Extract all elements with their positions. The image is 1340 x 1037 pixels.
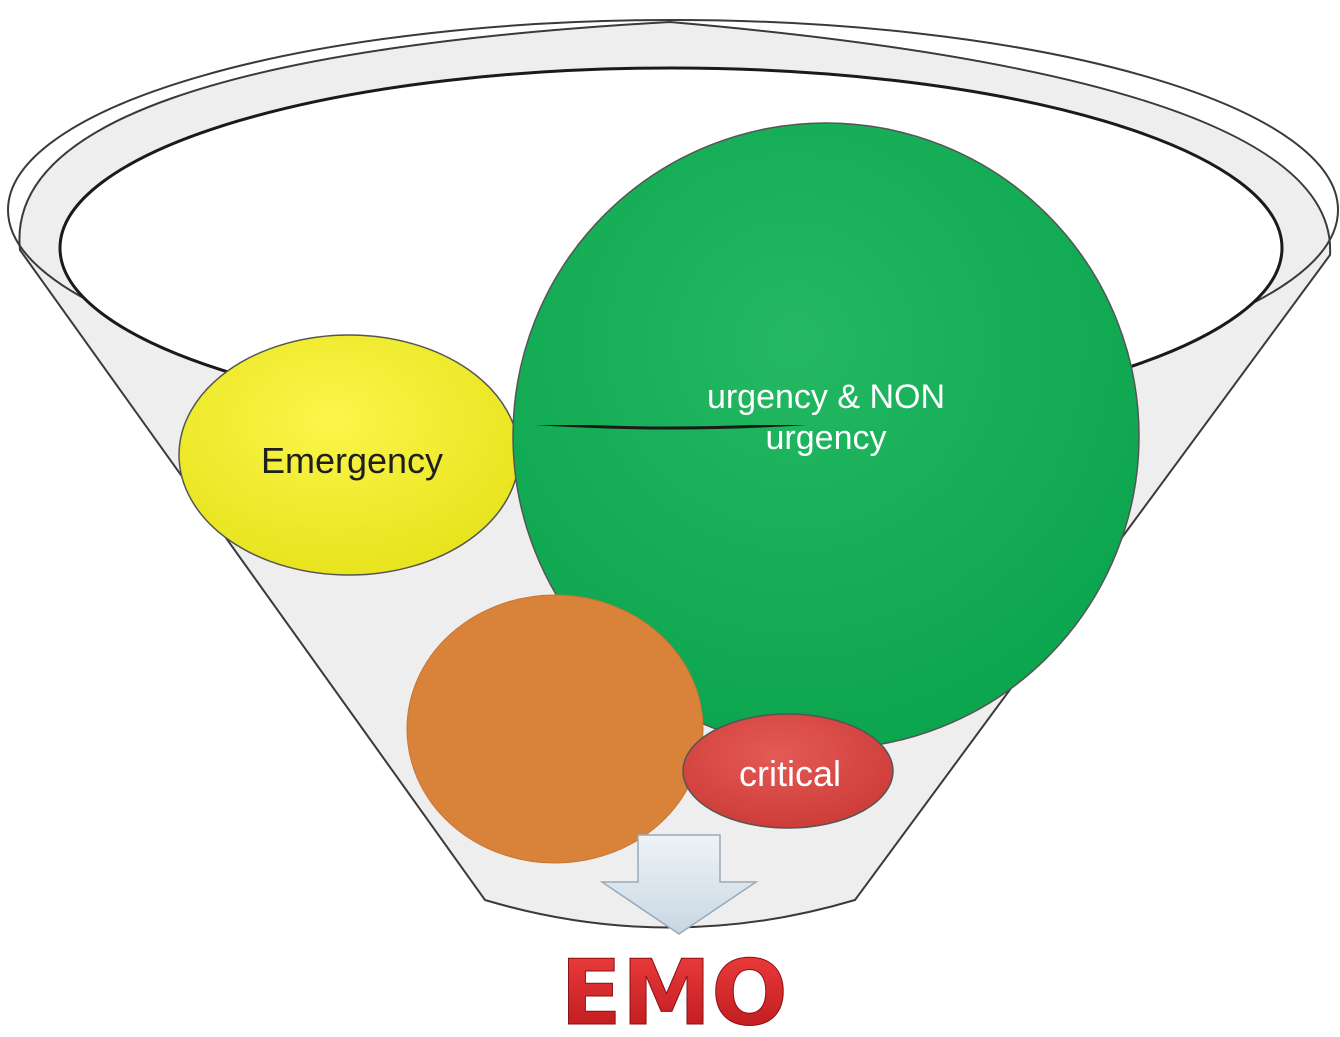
bubble-urgency-label-line2: urgency	[766, 419, 887, 457]
bubble-critical: critical	[682, 713, 894, 829]
output-label: EMO	[560, 941, 788, 1037]
down-arrow-icon	[599, 834, 759, 935]
bubble-critical-label: critical	[739, 753, 841, 794]
bubble-urgency-label-line1: urgency & NON	[707, 378, 945, 416]
funnel-rim-inner-back	[58, 66, 1284, 425]
bubble-orange	[406, 594, 704, 864]
bubble-emergency: Emergency	[178, 334, 520, 576]
bubble-urgency: urgency & NON urgency	[512, 122, 1140, 750]
bubble-emergency-label: Emergency	[261, 440, 443, 481]
funnel-rim-inner-front	[535, 425, 807, 430]
